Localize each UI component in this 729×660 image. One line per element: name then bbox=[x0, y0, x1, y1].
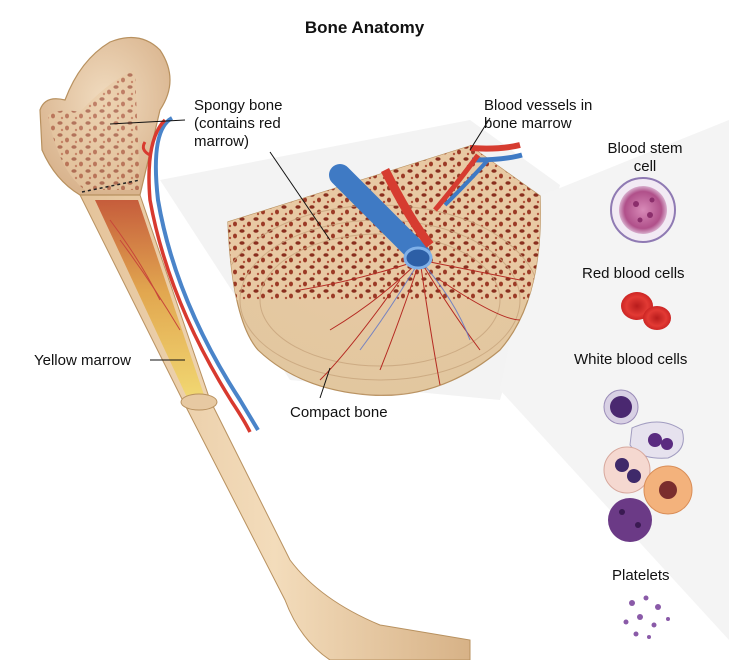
label-blood-stem-cell-line-2: cell bbox=[633, 158, 657, 175]
label-compact-bone: Compact bone bbox=[290, 404, 388, 421]
femur-blood-vessels bbox=[109, 116, 260, 433]
diagram-title: Bone Anatomy bbox=[304, 18, 425, 37]
label-white-blood-cells: White blood cells bbox=[574, 351, 688, 368]
leader-compact-bone bbox=[319, 367, 331, 399]
leader-spongy-bone bbox=[109, 119, 186, 125]
label-spongy-bone-line-2: (contains red bbox=[194, 115, 281, 132]
label-platelets: Platelets bbox=[612, 567, 670, 584]
label-blood-vessels: Blood vessels in bone marrow bbox=[484, 97, 592, 133]
label-blood-stem-cell-line-1: Blood stem bbox=[607, 140, 683, 157]
label-red-blood-cells: Red blood cells bbox=[582, 265, 685, 282]
label-spongy-bone-line-3: marrow) bbox=[194, 133, 249, 150]
blood-stem-cell-illustration bbox=[610, 177, 676, 243]
red-blood-cells-illustration bbox=[621, 292, 671, 330]
label-spongy-bone: Spongy bone (contains red marrow) bbox=[194, 97, 282, 151]
platelets-illustration bbox=[623, 595, 670, 639]
label-blood-stem-cell: Blood stem cell bbox=[590, 140, 700, 176]
femur-bone bbox=[39, 36, 471, 660]
label-blood-vessels-line-1: Blood vessels in bbox=[484, 97, 593, 114]
label-spongy-bone-line-1: Spongy bone bbox=[194, 97, 283, 114]
leader-lines bbox=[109, 117, 491, 399]
leader-blood-vessels bbox=[469, 117, 491, 151]
label-yellow-marrow: Yellow marrow bbox=[34, 352, 131, 369]
label-blood-vessels-line-2: bone marrow bbox=[484, 115, 572, 132]
white-blood-cells-illustration bbox=[603, 389, 693, 542]
leader-spongy-zoom bbox=[269, 151, 331, 241]
